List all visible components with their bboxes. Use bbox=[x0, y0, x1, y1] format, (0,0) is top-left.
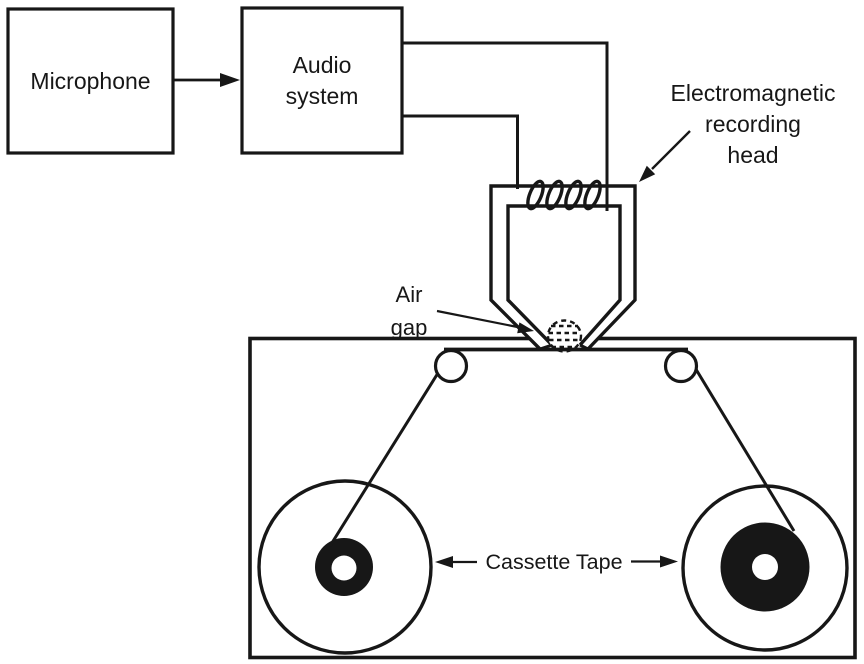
audio-system-box bbox=[240, 6, 404, 155]
supply-reel bbox=[257, 479, 433, 655]
recording-head-label-line3: head bbox=[727, 142, 779, 168]
coil-loop bbox=[526, 179, 545, 211]
air-gap-label-line2: gap bbox=[390, 315, 428, 340]
tape-run-left bbox=[328, 372, 440, 547]
takeup-reel-hub-hole bbox=[752, 554, 778, 580]
signal-wire-top bbox=[403, 41, 609, 211]
recording-head-pointer-arrow bbox=[639, 130, 691, 182]
guide-roller-left bbox=[433, 348, 469, 384]
microphone-label-text: Microphone bbox=[30, 67, 151, 94]
cassette-tape-label: Cassette Tape bbox=[479, 549, 629, 575]
air-gap-label-line1: Air bbox=[395, 282, 423, 307]
signal-wire-bottom bbox=[403, 114, 519, 189]
recording-head bbox=[489, 184, 637, 351]
cassette-label-arrow-left bbox=[435, 556, 477, 568]
head-inner-core bbox=[506, 204, 622, 347]
arrowhead-icon bbox=[220, 73, 240, 87]
recording-head-label-line1: Electromagnetic bbox=[670, 80, 836, 106]
arrowhead-icon bbox=[639, 165, 656, 182]
audio-system-label-line2: system bbox=[285, 82, 359, 109]
audio-system-label-line1: Audio bbox=[292, 51, 352, 78]
audio-system-label: Audio system bbox=[242, 8, 402, 153]
recording-head-label: Electromagnetic recording head bbox=[653, 78, 853, 171]
arrowhead-icon bbox=[660, 555, 678, 568]
arrow-shaft bbox=[651, 130, 691, 170]
recording-head-label-line2: recording bbox=[705, 111, 801, 137]
coil-loop bbox=[583, 179, 602, 211]
microphone-label: Microphone bbox=[8, 9, 173, 153]
air-gap-pointer-arrow bbox=[436, 309, 534, 334]
head-coil bbox=[526, 179, 602, 211]
air-gap-label: Air gap bbox=[375, 278, 443, 344]
supply-reel-hub-hole bbox=[331, 555, 357, 581]
arrowhead-icon bbox=[517, 322, 534, 334]
tape-run-right bbox=[692, 365, 796, 532]
signal-arrow-mic-to-audio bbox=[174, 73, 240, 87]
microphone-box bbox=[6, 7, 175, 155]
arrow-shaft bbox=[436, 309, 521, 329]
field-boundary bbox=[546, 319, 583, 353]
guide-roller-right bbox=[663, 348, 699, 384]
arrowhead-icon bbox=[435, 556, 453, 568]
cassette-label-arrow-right bbox=[631, 555, 678, 568]
coil-loop bbox=[564, 179, 583, 211]
coil-loop bbox=[545, 179, 564, 211]
cassette-tape-label-text: Cassette Tape bbox=[485, 550, 623, 574]
air-gap-field bbox=[546, 319, 583, 353]
takeup-reel bbox=[681, 484, 849, 652]
